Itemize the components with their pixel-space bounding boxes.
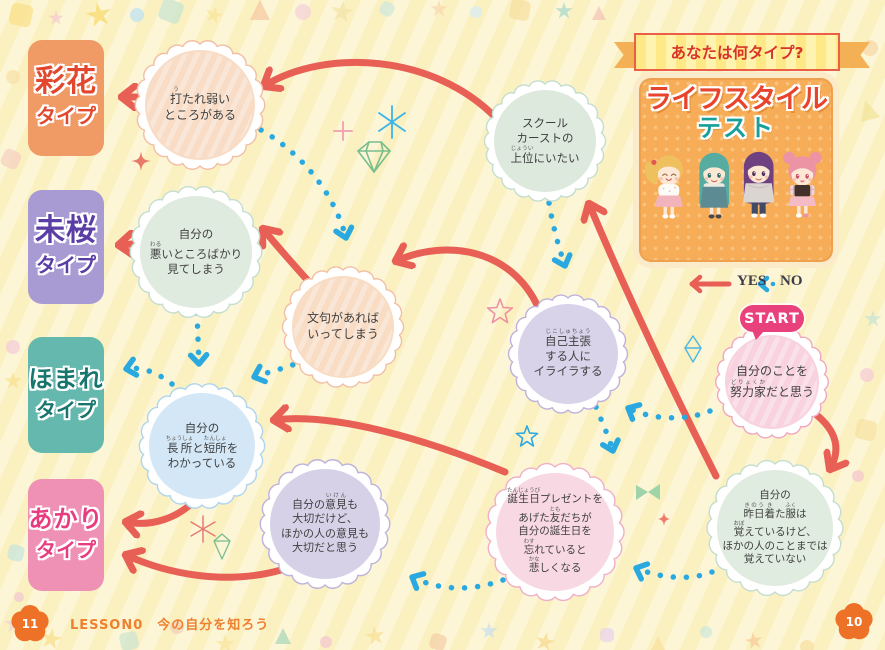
edge-deco-circ: [700, 626, 712, 638]
question-bubble-caste: スクールカーストの上位じょういにいたい: [483, 79, 607, 203]
question-text: 自分の意見いけんも大切だけど、ほかの人の意見も大切だと思う: [281, 492, 369, 554]
blue-star-icon: [515, 425, 539, 447]
arrow-no-utare-to-monku: [258, 127, 355, 241]
question-bubble-kinou: 自分の昨日きのう着きた服ふくは覚おぼえているけど、ほかの人のことまでは覚えていな…: [706, 459, 844, 597]
question-text: 自分の悪わるいところばかり見てしまう: [149, 227, 243, 276]
question-text: 文句があればいってしまう: [306, 311, 379, 341]
edge-deco-circ: [295, 4, 311, 20]
blue-gem-icon: [684, 335, 702, 363]
red-asterisk-icon: [190, 515, 216, 543]
edge-deco-circ: [6, 70, 20, 84]
girl-teal: [699, 152, 730, 219]
question-bubble-chousho: 自分の長所ちょうしょと短所たんしょをわかっている: [138, 382, 266, 510]
question-text: 自分のことを努力家どりょくかだと思う: [729, 363, 815, 399]
type-suffix: タイプ: [36, 537, 96, 562]
arrow-yes-iken-to-akari: [126, 555, 285, 581]
edge-deco-circ: [14, 592, 24, 602]
arrow-no-caste-to-jiko: [546, 200, 573, 269]
arrow-yes-caste-to-utare: [264, 58, 500, 122]
edge-deco-circ: [470, 6, 482, 18]
arrow-yes-tanjoubi-to-chousho: [274, 419, 509, 476]
type-label-akari: あかり タイプ: [28, 479, 104, 591]
type-name: ほまれ: [28, 365, 104, 394]
girl-blonde: [644, 155, 683, 219]
page-number-left: 11: [17, 611, 43, 637]
arrow-no-tanjoubi-to-iken: [409, 571, 506, 591]
question-text: スクールカーストの上位じょういにいたい: [510, 116, 580, 165]
question-text: 誕生日たんじょうびプレゼントをあげた友ともだちが自分の誕生日を忘わすれていると悲…: [507, 487, 603, 575]
edge-deco-circ: [170, 620, 184, 634]
edge-deco-circ: [800, 640, 814, 650]
girl-purple: [742, 151, 775, 218]
type-suffix: タイプ: [36, 397, 96, 422]
arrow-yes-jiko-to-monku: [396, 250, 542, 311]
pink-plus-icon: [333, 121, 353, 141]
start-badge: START: [740, 305, 804, 332]
red-twinkle-icon: [131, 151, 151, 171]
edge-deco-circ: [320, 636, 332, 648]
type-label-mio: 未桜 タイプ: [28, 190, 104, 304]
question-bubble-tanjoubi: 誕生日たんじょうびプレゼントをあげた友ともだちが自分の誕生日を忘わすれていると悲…: [485, 462, 625, 602]
lesson-caption: LESSON0 今の自分を知ろう: [70, 618, 270, 633]
banner-text: あなたは何タイプ?: [670, 44, 804, 62]
edge-deco-circ: [6, 340, 20, 354]
type-label-saika: 彩花 タイプ: [28, 40, 104, 156]
arrow-yes-kinou-to-caste: [589, 204, 720, 480]
arrow-no-doryoku-to-jiko: [625, 402, 713, 422]
arrow-no-chousho-to-homare: [123, 356, 175, 387]
banner-ribbon: あなたは何タイプ?: [634, 33, 840, 71]
arrow-no-warui-to-chousho: [187, 310, 210, 367]
edge-deco-circ: [860, 368, 874, 382]
green-bowtie-icon: [636, 484, 660, 500]
test-title-line2: テスト: [697, 114, 775, 142]
girl-pink: [783, 151, 822, 218]
edge-deco-circ: [852, 470, 864, 482]
yes-label: YES: [737, 273, 767, 289]
gem-sparkle-icons: [131, 105, 702, 560]
arrow-no-jiko-to-tanjoubi: [593, 404, 621, 454]
question-bubble-doryoku: 自分のことを努力家どりょくかだと思う: [714, 324, 830, 440]
type-name: あかり: [28, 505, 104, 534]
type-label-homare: ほまれ タイプ: [28, 337, 104, 453]
start-label: START: [744, 310, 800, 327]
red-diamond-sparkle-icon: [658, 512, 670, 526]
question-bubble-iken: 自分の意見いけんも大切だけど、ほかの人の意見も大切だと思う: [259, 458, 391, 590]
type-suffix: タイプ: [36, 252, 96, 277]
arrow-no-kinou-to-tanjoubi: [633, 561, 715, 582]
question-text: 自分の昨日きのう着きた服ふくは覚おぼえているけど、ほかの人のことまでは覚えていな…: [722, 488, 828, 566]
arrow-no-monku-to-chousho: [251, 357, 308, 385]
legend: YES NO: [660, 270, 860, 296]
question-text: 打うたれ弱いところがある: [163, 86, 236, 122]
question-text: 自分の長所ちょうしょと短所たんしょをわかっている: [165, 421, 239, 470]
blue-asterisk-icon: [378, 105, 406, 139]
type-name: 彩花: [35, 64, 97, 100]
page-number-right: 10: [841, 609, 867, 635]
type-name: 未桜: [35, 213, 97, 249]
question-bubble-monku: 文句があればいってしまう: [281, 265, 405, 389]
edge-deco-sq: [600, 628, 614, 642]
characters-illustration: [644, 151, 822, 219]
question-bubble-jiko: 自己主張じこしゅちょうする人にイライラする: [507, 293, 629, 415]
edge-deco-circ: [130, 8, 144, 22]
pink-star-icon: [486, 298, 514, 324]
no-label: NO: [780, 273, 803, 289]
question-bubble-warui: 自分の悪わるいところばかり見てしまう: [129, 185, 263, 319]
test-title-panel: ライフスタイル テスト: [633, 72, 839, 268]
test-title-line1: ライフスタイル: [645, 84, 828, 115]
arrow-yes-monku-to-warui: [263, 229, 314, 287]
question-bubble-utare: 打うたれ弱いところがある: [134, 39, 266, 171]
green-gem-small-icon: [213, 533, 231, 560]
question-text: 自己主張じこしゅちょうする人にイライラする: [533, 329, 603, 378]
green-gem-icon: [357, 141, 391, 173]
type-suffix: タイプ: [36, 103, 96, 128]
